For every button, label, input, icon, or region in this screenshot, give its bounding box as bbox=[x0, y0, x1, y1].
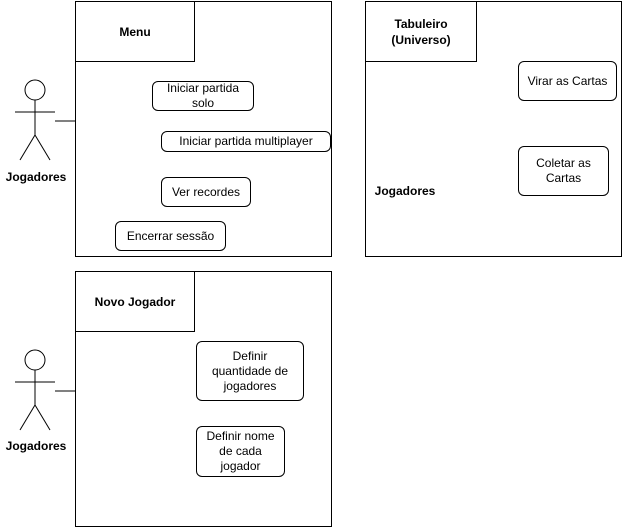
use-case-iniciar-partida-multiplayer: Iniciar partida multiplayer bbox=[161, 131, 331, 152]
actor-label-menu: Jogadores bbox=[5, 170, 67, 184]
use-case-virar-as-cartas: Virar as Cartas bbox=[518, 61, 617, 101]
frame-tabuleiro: Tabuleiro (Universo) bbox=[365, 1, 622, 257]
actor-jogadores-menu bbox=[15, 79, 55, 161]
use-case-ver-recordes: Ver recordes bbox=[161, 177, 251, 207]
actor-label-novo-jogador: Jogadores bbox=[5, 439, 67, 453]
use-case-definir-nome: Definir nome de cada jogador bbox=[196, 426, 285, 477]
actor-label-tabuleiro: Jogadores bbox=[374, 184, 436, 198]
frame-novo-jogador-title: Novo Jogador bbox=[75, 271, 195, 332]
frame-menu: Menu bbox=[75, 1, 332, 257]
use-case-iniciar-partida-solo: Iniciar partida solo bbox=[152, 81, 254, 111]
frame-menu-title: Menu bbox=[75, 1, 195, 62]
use-case-encerrar-sessao: Encerrar sessão bbox=[115, 221, 226, 251]
frame-tabuleiro-title: Tabuleiro (Universo) bbox=[365, 1, 477, 62]
use-case-definir-quantidade: Definir quantidade de jogadores bbox=[196, 341, 304, 401]
use-case-coletar-as-cartas: Coletar as Cartas bbox=[518, 146, 609, 196]
actor-jogadores-novo-jogador bbox=[15, 349, 55, 431]
